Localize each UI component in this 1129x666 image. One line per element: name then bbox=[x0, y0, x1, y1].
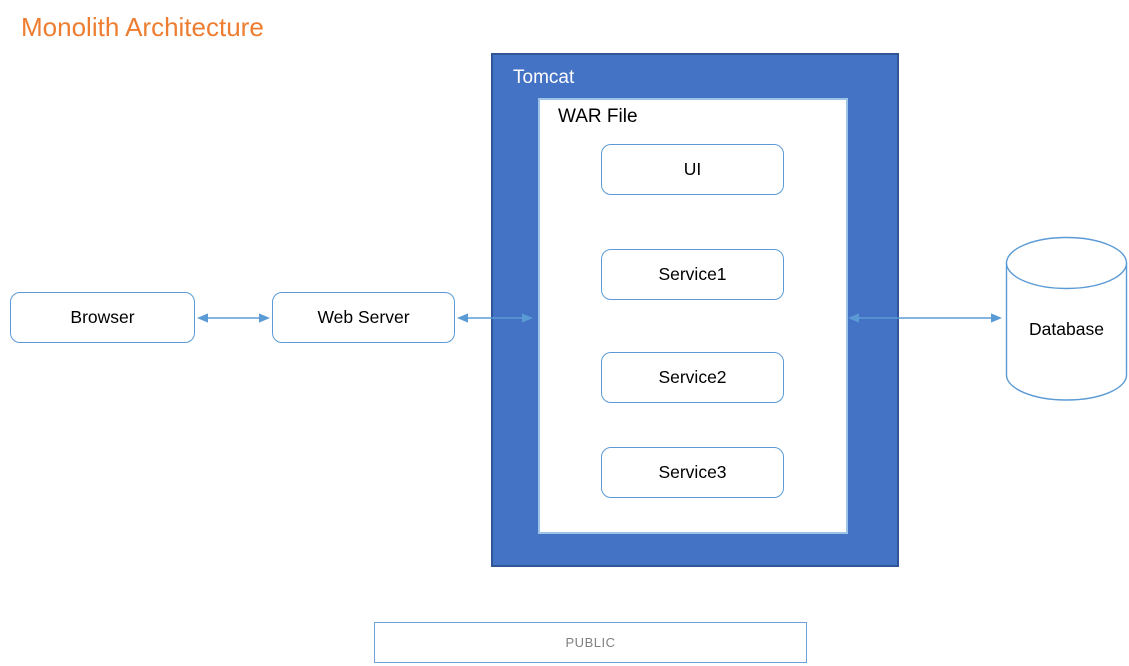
webserver-node: Web Server bbox=[272, 292, 455, 343]
service3-component-label: Service3 bbox=[658, 462, 727, 482]
service1-component-node: Service1 bbox=[601, 249, 784, 300]
service2-component-label: Service2 bbox=[658, 367, 727, 387]
browser-node: Browser bbox=[10, 292, 195, 343]
page-title: Monolith Architecture bbox=[21, 12, 264, 42]
service3-component-node: Service3 bbox=[601, 447, 784, 498]
ui-component-node: UI bbox=[601, 144, 784, 195]
tomcat-container: Tomcat WAR File UI Service1 Service2 Ser… bbox=[491, 53, 899, 567]
public-zone-box: PUBLIC bbox=[374, 622, 807, 663]
service2-component-node: Service2 bbox=[601, 352, 784, 403]
browser-node-label: Browser bbox=[70, 307, 135, 327]
ui-component-label: UI bbox=[683, 159, 702, 179]
war-file-container: WAR File UI Service1 Service2 Service3 bbox=[538, 98, 848, 534]
tomcat-container-label: Tomcat bbox=[513, 67, 575, 88]
public-zone-label: PUBLIC bbox=[565, 635, 616, 650]
browser-webserver-arrow bbox=[197, 313, 270, 323]
webserver-node-label: Web Server bbox=[317, 307, 410, 327]
database-node-label: Database bbox=[1029, 319, 1104, 339]
service1-component-label: Service1 bbox=[658, 264, 727, 284]
war-file-label: WAR File bbox=[558, 106, 638, 127]
